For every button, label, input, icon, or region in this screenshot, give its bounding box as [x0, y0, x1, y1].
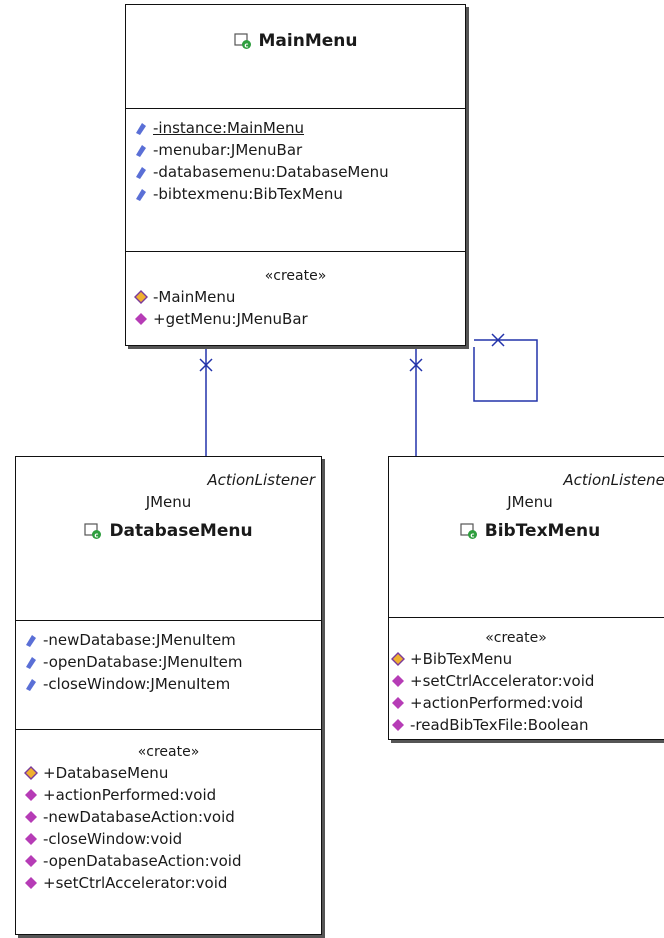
operation-row[interactable]: +setCtrlAccelerator:void: [389, 670, 664, 692]
bibtexmenu-title-text: BibTexMenu: [484, 521, 601, 541]
class-header: ActionListener JMenu c BibTexMenu: [389, 457, 664, 617]
operation-icon: [135, 313, 147, 325]
attribute-icon: [136, 123, 146, 135]
operations-section: «create» -MainMenu +getMenu:JMenuBar: [126, 251, 465, 345]
attribute-row[interactable]: -newDatabase:JMenuItem: [16, 629, 321, 651]
interface-stereotype: ActionListener: [563, 471, 664, 489]
attribute-icon: [136, 189, 146, 201]
operations-section: «create» +BibTexMenu +setCtrlAccelerator…: [389, 617, 664, 739]
superclass-stereotype: JMenu: [507, 493, 553, 511]
class-title: c MainMenu: [233, 31, 358, 51]
class-header: c MainMenu: [126, 5, 465, 108]
operation-icon: [25, 833, 37, 845]
class-icon: c: [84, 523, 102, 540]
attribute-row[interactable]: -bibtexmenu:BibTexMenu: [126, 183, 465, 205]
class-title: c BibTexMenu: [460, 521, 600, 541]
operation-row[interactable]: +actionPerformed:void: [389, 692, 664, 714]
constructor-icon: [391, 652, 405, 666]
class-databasemenu[interactable]: ActionListener JMenu c DatabaseMenu -new…: [15, 456, 322, 935]
attributes-section: -newDatabase:JMenuItem -openDatabase:JMe…: [16, 620, 321, 729]
operations-section: «create» +DatabaseMenu +actionPerformed:…: [16, 729, 321, 932]
attribute-row[interactable]: -closeWindow:JMenuItem: [16, 673, 321, 695]
operation-row[interactable]: +setCtrlAccelerator:void: [16, 872, 321, 894]
operation-row[interactable]: +DatabaseMenu: [16, 762, 321, 784]
superclass-stereotype: JMenu: [145, 493, 192, 511]
operation-row[interactable]: -openDatabaseAction:void: [16, 850, 321, 872]
svg-text:c: c: [95, 532, 99, 540]
operation-row[interactable]: +getMenu:JMenuBar: [126, 308, 465, 330]
bibtexmenu-association-end-x: [409, 358, 423, 372]
attribute-icon: [26, 635, 36, 647]
attribute-icon: [136, 167, 146, 179]
attribute-row[interactable]: -openDatabase:JMenuItem: [16, 651, 321, 673]
operation-icon: [25, 789, 37, 801]
svg-text:c: c: [244, 42, 248, 50]
class-icon: c: [460, 523, 477, 540]
attribute-icon: [136, 145, 146, 157]
class-icon: c: [233, 33, 251, 50]
operation-row[interactable]: -closeWindow:void: [16, 828, 321, 850]
operation-row[interactable]: +actionPerformed:void: [16, 784, 321, 806]
create-stereotype: «create»: [264, 268, 327, 284]
class-title: c DatabaseMenu: [84, 521, 253, 541]
operation-icon: [25, 877, 37, 889]
operation-row[interactable]: -readBibTexFile:Boolean: [389, 714, 664, 736]
mainmenu-self-association: [473, 339, 538, 402]
interface-stereotype: ActionListener: [207, 471, 315, 489]
operation-row[interactable]: -newDatabaseAction:void: [16, 806, 321, 828]
operation-icon: [392, 675, 404, 687]
class-header: ActionListener JMenu c DatabaseMenu: [16, 457, 321, 620]
svg-text:c: c: [470, 532, 474, 540]
operation-row[interactable]: +BibTexMenu: [389, 648, 664, 670]
constructor-icon: [134, 290, 148, 304]
attribute-icon: [26, 657, 36, 669]
operation-icon: [392, 697, 404, 709]
operation-icon: [392, 719, 404, 731]
attributes-section: -instance:MainMenu -menubar:JMenuBar -da…: [126, 108, 465, 251]
constructor-icon: [24, 766, 38, 780]
operation-icon: [25, 811, 37, 823]
class-bibtexmenu[interactable]: ActionListener JMenu c BibTexMenu «creat…: [388, 456, 664, 740]
mainmenu-title-text: MainMenu: [258, 31, 358, 51]
databasemenu-association-end-x: [199, 358, 213, 372]
attribute-row[interactable]: -databasemenu:DatabaseMenu: [126, 161, 465, 183]
class-mainmenu[interactable]: c MainMenu -instance:MainMenu -menubar:J…: [125, 4, 466, 346]
attribute-icon: [26, 679, 36, 691]
attribute-row[interactable]: -menubar:JMenuBar: [126, 139, 465, 161]
operation-icon: [25, 855, 37, 867]
databasemenu-title-text: DatabaseMenu: [109, 521, 253, 541]
create-stereotype: «create»: [485, 630, 547, 646]
attribute-row[interactable]: -instance:MainMenu: [126, 117, 465, 139]
self-association-end-x: [491, 333, 505, 347]
create-stereotype: «create»: [137, 744, 200, 760]
operation-row[interactable]: -MainMenu: [126, 286, 465, 308]
